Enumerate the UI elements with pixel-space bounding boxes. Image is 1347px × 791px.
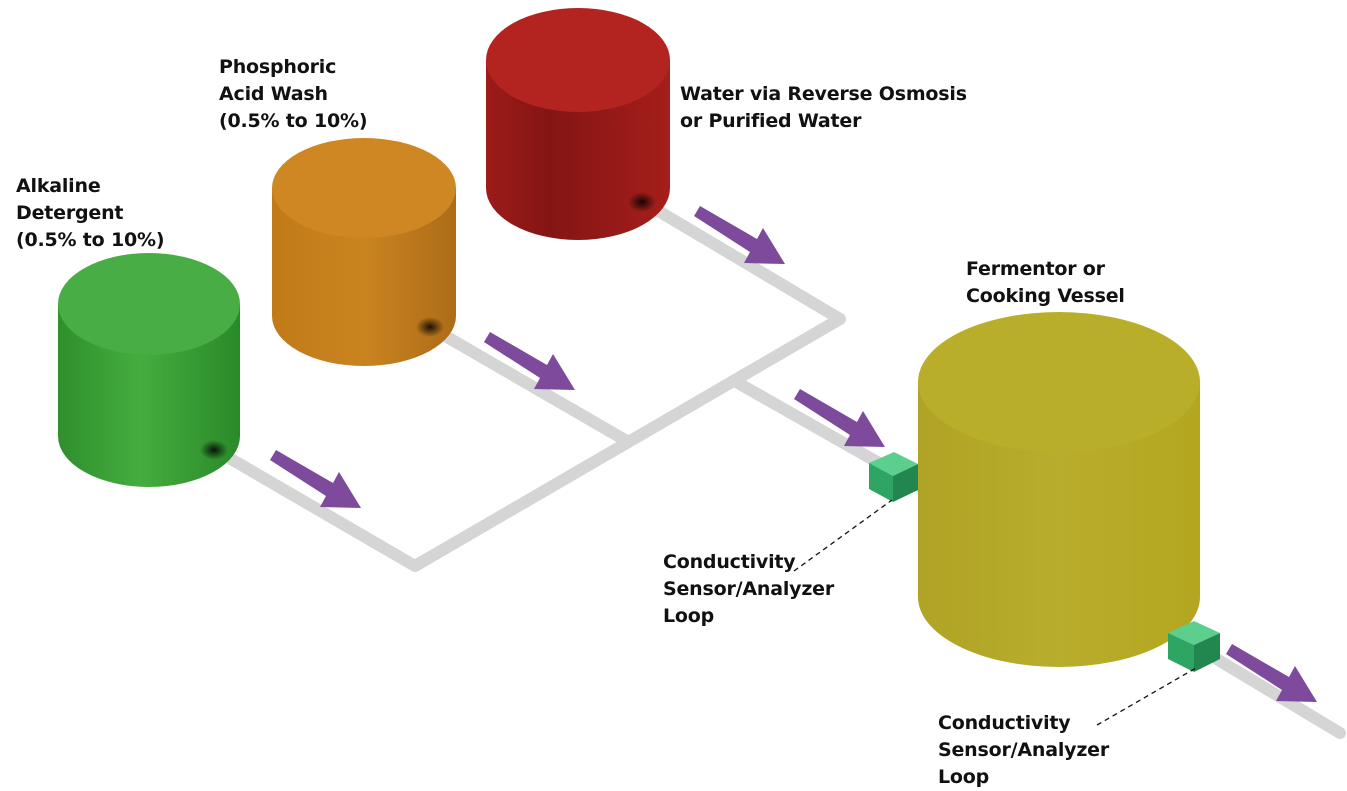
label-line: Conductivity <box>938 712 1071 734</box>
label-line: (0.5% to 10%) <box>219 110 368 132</box>
label-line: Phosphoric <box>219 56 337 78</box>
leader-line-outlet-sensor <box>1096 667 1197 726</box>
label-line: Conductivity <box>663 551 796 573</box>
label-conductivity-sensor-outlet: Conductivity Sensor/Analyzer Loop <box>938 710 1109 791</box>
label-alkaline-detergent: Alkaline Detergent (0.5% to 10%) <box>16 173 165 254</box>
phosphoric-acid-tank <box>272 138 456 366</box>
label-line: Detergent <box>16 202 124 224</box>
fermentor-vessel <box>918 312 1200 667</box>
label-line: Loop <box>663 605 715 627</box>
label-phosphoric-acid-wash: Phosphoric Acid Wash (0.5% to 10%) <box>219 54 368 135</box>
label-fermentor-vessel: Fermentor or Cooking Vessel <box>966 256 1125 310</box>
flow-arrow-alkaline <box>270 450 361 508</box>
label-line: Acid Wash <box>219 83 328 105</box>
flow-arrow-acid <box>484 332 575 390</box>
label-line: Sensor/Analyzer <box>663 578 835 600</box>
label-line: or Purified Water <box>680 110 862 132</box>
water-tank <box>486 8 670 240</box>
label-line: Cooking Vessel <box>966 285 1125 307</box>
label-water: Water via Reverse Osmosis or Purified Wa… <box>680 81 967 135</box>
leader-line-inlet-sensor <box>793 499 893 572</box>
leader-lines <box>793 499 1197 726</box>
label-line: Loop <box>938 766 990 788</box>
label-line: Alkaline <box>16 175 101 197</box>
label-line: Sensor/Analyzer <box>938 739 1110 761</box>
label-line: Fermentor or <box>966 258 1105 280</box>
flow-arrow-main <box>794 389 885 447</box>
flow-arrow-water <box>694 206 785 264</box>
alkaline-detergent-tank <box>58 253 240 487</box>
conductivity-sensor-inlet <box>869 452 918 502</box>
flow-arrow-outlet <box>1226 644 1317 702</box>
conductivity-sensor-outlet <box>1168 621 1220 672</box>
pipe-acid-line <box>422 320 631 446</box>
label-conductivity-sensor-inlet: Conductivity Sensor/Analyzer Loop <box>663 549 834 630</box>
label-line: (0.5% to 10%) <box>16 229 165 251</box>
label-line: Water via Reverse Osmosis <box>680 83 967 105</box>
flow-arrows <box>270 206 1317 702</box>
